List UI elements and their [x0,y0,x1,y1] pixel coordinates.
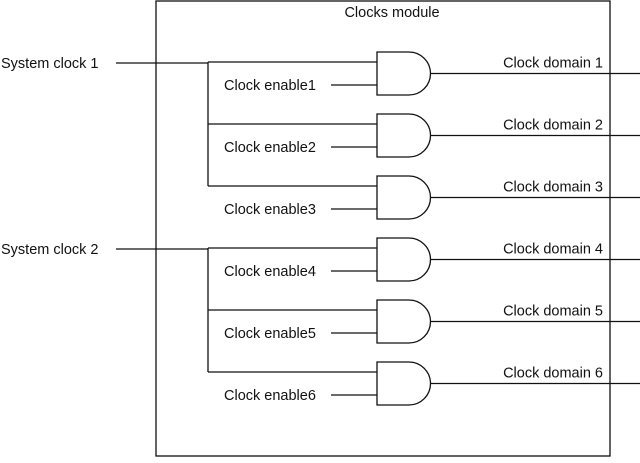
clocks-module-box [155,0,611,457]
clock-enable-4-label: Clock enable4 [224,264,316,280]
clock-enable-1-label: Clock enable1 [224,78,316,94]
clock-domain-1-label: Clock domain 1 [503,56,603,72]
and-gate-1 [376,51,432,96]
clock-domain-2-label: Clock domain 2 [503,118,603,134]
and-gate-3 [376,175,432,220]
gates [376,51,432,406]
system-clock-1-label: System clock 1 [1,56,99,72]
and-gate-4 [376,237,432,282]
and-gate-2 [376,113,432,158]
labels: Clock enable1 Clock domain 1 Clock enable2… [1,56,603,405]
clock-enable-2-label: Clock enable2 [224,140,316,156]
clock-domain-6-label: Clock domain 6 [503,366,603,382]
and-gate-5 [376,299,432,344]
clock-domain-3-label: Clock domain 3 [503,180,603,196]
system-clock-2-label: System clock 2 [1,242,99,258]
clock-enable-3-label: Clock enable3 [224,202,316,218]
clock-domain-5-label: Clock domain 5 [503,304,603,320]
and-gate-6 [376,361,432,406]
clock-enable-5-label: Clock enable5 [224,326,316,342]
clock-enable-6-label: Clock enable6 [224,388,316,404]
wiring [116,61,640,396]
clock-domain-4-label: Clock domain 4 [503,242,603,258]
module-title: Clocks module [344,5,439,21]
